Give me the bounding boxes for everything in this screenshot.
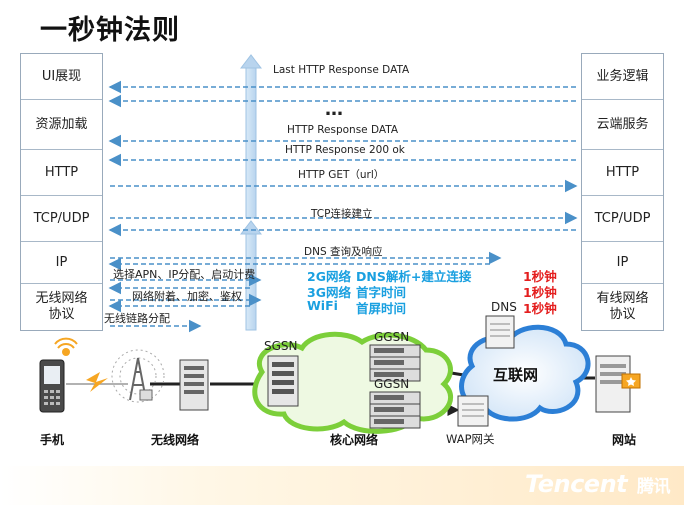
ggsn-label-1: GGSN: [374, 330, 410, 344]
caption-phone: 手机: [39, 433, 65, 447]
wap-gateway-icon: [457, 395, 489, 427]
controller-server-icon: [179, 359, 209, 411]
ggsn-label-2: GGSN: [374, 377, 410, 391]
left-layer-tcp: TCP/UDP: [21, 196, 102, 242]
phone-icon: [39, 337, 78, 413]
page-title: 一秒钟法则: [40, 15, 180, 46]
caption-site: 网站: [611, 433, 637, 447]
sgsn-server-icon: [267, 355, 299, 407]
stat-target-2g: 1秒钟: [523, 269, 557, 284]
flow-diagram: [39, 54, 641, 434]
stat-network-3g: 3G网络: [307, 285, 351, 300]
brand-name-cn: 腾讯: [637, 477, 671, 497]
internet-label: 互联网: [493, 366, 539, 384]
footer-band: [0, 466, 684, 505]
stat-network-2g: 2G网络: [307, 269, 351, 284]
client-protocol-stack: UI展现 资源加载 HTTP TCP/UDP IP 无线网络 协议: [20, 53, 103, 331]
ggsn-server-icon: [369, 344, 421, 382]
msg-dns: DNS 查询及响应: [304, 246, 383, 258]
right-layer-business: 业务逻辑: [582, 54, 663, 100]
right-layer-wired: 有线网络 协议: [596, 291, 649, 322]
brand-name: Tencent: [524, 470, 628, 498]
server-protocol-stack: 业务逻辑 云端服务 HTTP TCP/UDP IP 有线网络 协议: [581, 53, 664, 331]
msg-response-ok: HTTP Response 200 ok: [285, 144, 405, 156]
stat-network-wifi: WiFi: [307, 298, 338, 313]
stat-target-3g: 1秒钟: [523, 285, 557, 300]
sgsn-label: SGSN: [264, 339, 298, 353]
stat-metric-3g: 首字时间: [356, 285, 407, 300]
msg-tcp: TCP连接建立: [311, 208, 373, 220]
left-layer-radio: 无线网络 协议: [35, 291, 88, 322]
timeline-arrows: [239, 54, 263, 331]
left-layer-ui: UI展现: [21, 54, 102, 100]
radio-step-apn: 选择APN、IP分配、启动计费: [113, 268, 256, 281]
radio-step-link: 无线链路分配: [104, 312, 170, 325]
brand-logo: Tencent 腾讯: [524, 470, 671, 498]
dns-server-icon: [485, 315, 515, 349]
right-layer-tcp: TCP/UDP: [582, 196, 663, 242]
base-station-icon: [111, 349, 165, 403]
left-layer-http: HTTP: [21, 150, 102, 196]
msg-http-get: HTTP GET（url）: [298, 169, 385, 181]
wap-gateway-label: WAP网关: [446, 432, 495, 446]
stat-target-wifi: 1秒钟: [523, 301, 557, 316]
caption-wireless: 无线网络: [150, 433, 200, 447]
right-layer-ip: IP: [582, 242, 663, 284]
right-layer-cloud: 云端服务: [582, 100, 663, 150]
msg-last-response: Last HTTP Response DATA: [273, 64, 410, 76]
left-layer-resource: 资源加载: [21, 100, 102, 150]
message-arrows: [108, 80, 578, 333]
right-layer-http: HTTP: [582, 150, 663, 196]
caption-core: 核心网络: [329, 433, 379, 447]
stat-metric-wifi: 首屏时间: [356, 301, 407, 316]
dns-label: DNS: [491, 300, 517, 314]
website-server-icon: [595, 355, 641, 413]
lightning-icon: [86, 372, 108, 392]
left-layer-ip: IP: [21, 242, 102, 284]
radio-step-attach: 网络附着、加密、鉴权: [132, 290, 242, 303]
stat-metric-2g: DNS解析+建立连接: [356, 269, 472, 284]
msg-response-data: HTTP Response DATA: [287, 124, 399, 136]
msg-ellipsis: …: [325, 99, 343, 120]
ggsn-server-icon: [369, 391, 421, 429]
